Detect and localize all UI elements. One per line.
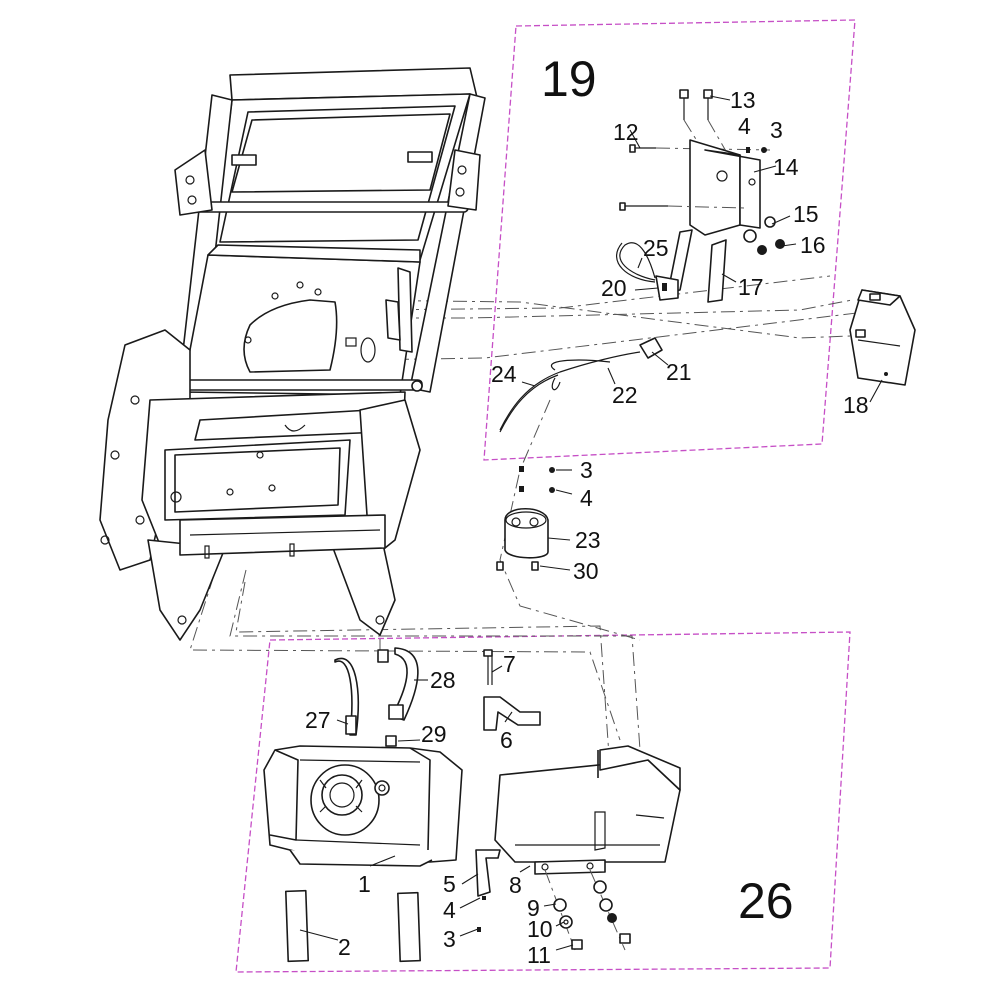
callout-3: 3 bbox=[770, 117, 783, 143]
callout-24: 24 bbox=[491, 361, 517, 387]
callout-11: 11 bbox=[527, 942, 551, 968]
callout-16: 16 bbox=[800, 232, 826, 258]
callout-21: 21 bbox=[666, 359, 692, 385]
callout-9: 9 bbox=[527, 895, 540, 921]
callout-15: 15 bbox=[793, 201, 819, 227]
callout-2: 2 bbox=[338, 934, 351, 960]
callout-27: 27 bbox=[305, 707, 331, 733]
callout-23: 23 bbox=[575, 527, 601, 553]
leader-lines bbox=[299, 95, 883, 951]
group-26-box bbox=[235, 631, 851, 973]
group-26-label: 26 bbox=[738, 873, 794, 929]
callout-13: 13 bbox=[730, 87, 756, 113]
group-19-parts bbox=[499, 89, 916, 433]
callout-28: 28 bbox=[430, 667, 456, 693]
group-26-parts bbox=[263, 647, 681, 963]
callout-30: 30 bbox=[573, 558, 599, 584]
callout-17: 17 bbox=[738, 274, 764, 300]
callout-4: 4 bbox=[443, 897, 456, 923]
callout-1: 1 bbox=[358, 871, 371, 897]
callout-3: 3 bbox=[580, 457, 593, 483]
callout-25: 25 bbox=[643, 235, 669, 261]
callout-10: 10 bbox=[527, 916, 553, 942]
callout-4: 4 bbox=[580, 485, 593, 511]
group-19-label: 19 bbox=[541, 51, 597, 107]
callout-3: 3 bbox=[443, 926, 456, 952]
callouts: 1 2 3 3 3 4 4 4 5 6 7 8 9 10 11 12 13 14… bbox=[305, 87, 869, 968]
callout-29: 29 bbox=[421, 721, 447, 747]
callout-12: 12 bbox=[613, 119, 639, 145]
callout-20: 20 bbox=[601, 275, 627, 301]
callout-22: 22 bbox=[612, 382, 638, 408]
relay-parts bbox=[496, 466, 555, 571]
callout-7: 7 bbox=[503, 651, 516, 677]
callout-5: 5 bbox=[443, 871, 456, 897]
group-19-box bbox=[483, 19, 856, 461]
chassis-frame bbox=[99, 67, 486, 641]
callout-8: 8 bbox=[509, 872, 522, 898]
callout-6: 6 bbox=[500, 727, 513, 753]
callout-4: 4 bbox=[738, 113, 751, 139]
callout-14: 14 bbox=[773, 154, 799, 180]
callout-18: 18 bbox=[843, 392, 869, 418]
